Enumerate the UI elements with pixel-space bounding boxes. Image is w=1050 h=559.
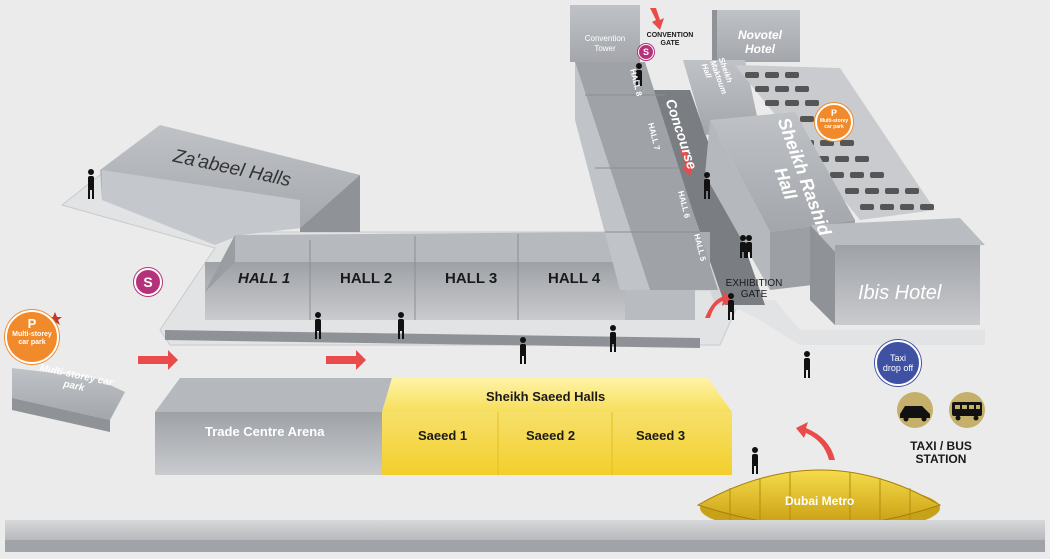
- novotel-building: [712, 10, 800, 62]
- taxi-drop-off-label: Taxi drop off: [882, 353, 914, 373]
- ibis-hotel-building: [810, 218, 985, 325]
- convention-gate-label: CONVENTION GATE: [646, 32, 694, 47]
- parking-label: Multi-storey car park: [819, 118, 849, 130]
- hall-2-label: HALL 2: [340, 270, 393, 287]
- sheikh-saeed-halls-building: [382, 378, 732, 475]
- hall-1-label: HALL 1: [238, 270, 291, 287]
- pedestrian-icon: [88, 63, 810, 474]
- direction-arrow-icon: [138, 8, 835, 460]
- exhibition-gate-label: EXHIBITION GATE: [725, 278, 783, 300]
- zabeel-halls-building: [100, 125, 360, 245]
- parking-p-label: P: [27, 316, 37, 331]
- ibis-hotel-label: Ibis Hotel: [858, 282, 942, 304]
- taxi-drop-off-marker[interactable]: Taxi drop off: [875, 340, 921, 386]
- trade-centre-arena-label: Trade Centre Arena: [205, 424, 325, 439]
- dubai-metro-label: Dubai Metro: [785, 494, 855, 508]
- parking-p-label: P: [830, 108, 837, 118]
- novotel-label: Novotel Hotel: [737, 28, 782, 56]
- bus-icon: [949, 392, 985, 428]
- halls-5-8-building: [570, 5, 718, 290]
- convention-tower-label: Convention Tower: [584, 34, 626, 53]
- saeed-3-label: Saeed 3: [636, 428, 686, 443]
- trade-centre-arena-building: [155, 378, 392, 475]
- parking-label: Multi-storey car park: [12, 331, 52, 346]
- hall-4-label: HALL 4: [548, 270, 601, 287]
- parking-icon[interactable]: P Multi-storey car park: [5, 310, 59, 364]
- taxi-bus-station-label: TAXI / BUS STATION: [910, 439, 972, 466]
- hall-3-label: HALL 3: [445, 270, 498, 287]
- multi-storey-car-park-building: [12, 368, 125, 432]
- saeed-1-label: Saeed 1: [418, 428, 468, 443]
- sheikh-saeed-halls-label: Sheikh Saeed Halls: [486, 389, 606, 404]
- parking-icon[interactable]: P Multi-storey car park: [815, 103, 853, 141]
- station-icon[interactable]: S: [638, 44, 654, 60]
- saeed-2-label: Saeed 2: [526, 428, 576, 443]
- sheikh-maktoum-hall-building: [683, 60, 760, 135]
- taxi-icon: [897, 392, 933, 428]
- station-icon[interactable]: S: [134, 268, 162, 296]
- metro-track: [5, 520, 1045, 540]
